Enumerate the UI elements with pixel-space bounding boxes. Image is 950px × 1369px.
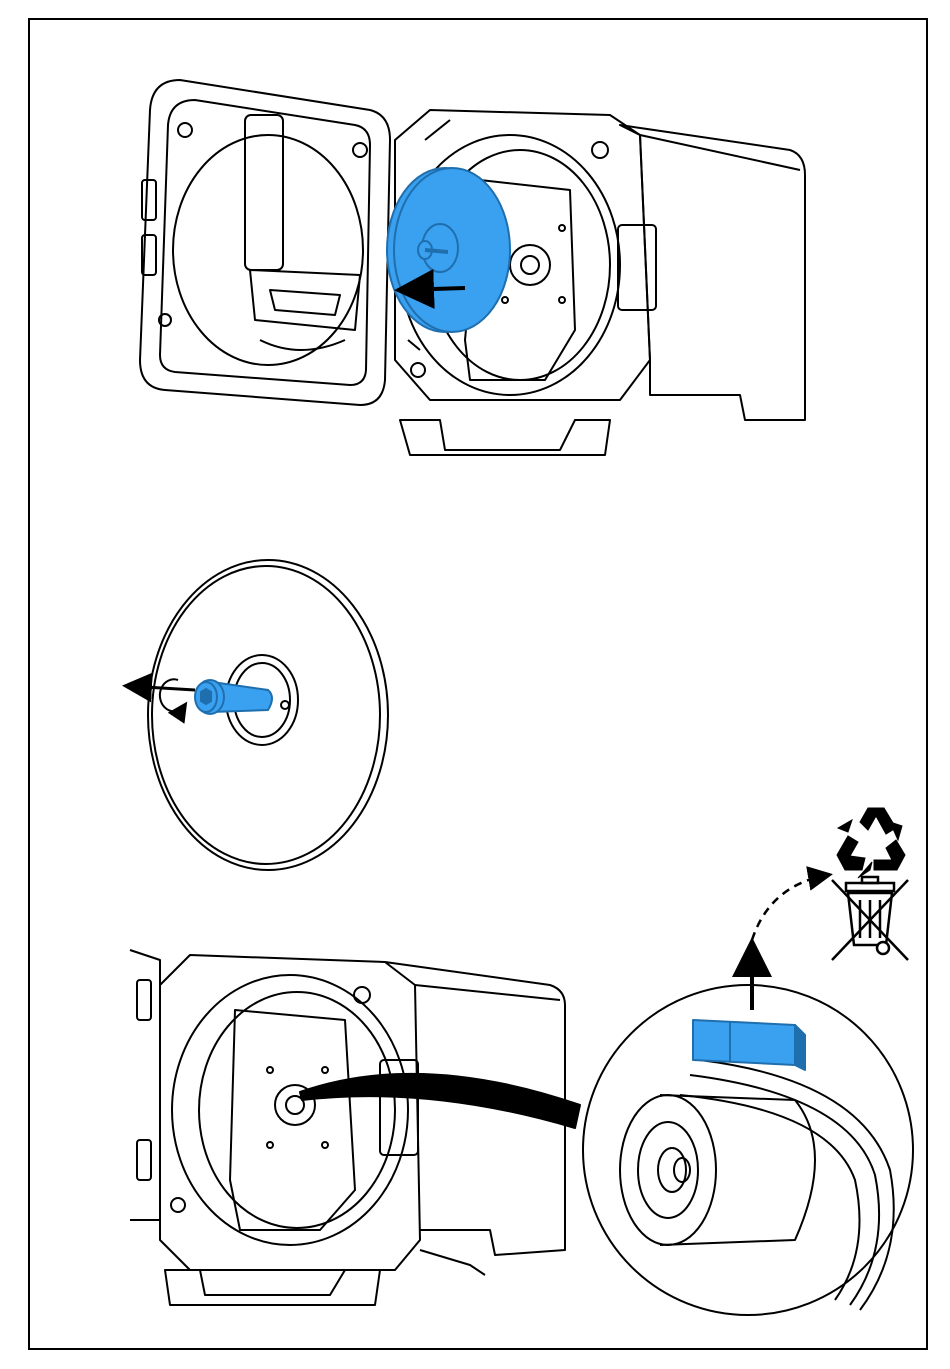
panel-3-pump-clip-detail: [130, 875, 913, 1315]
rotate-counterclockwise-icon: [160, 679, 185, 711]
rotor-disc-highlighted: [387, 168, 510, 332]
zoom-leader-band: [300, 1074, 580, 1128]
center-bolt-highlighted: [195, 680, 272, 714]
panel-2-disc-and-bolt: [128, 560, 388, 870]
pump-door: [140, 80, 390, 405]
arrow-left-icon: [402, 288, 465, 290]
panel-1-pump-open-door: [140, 80, 805, 455]
dashed-arrow-to-bin-icon: [752, 875, 828, 940]
detail-zoom-circle: [583, 945, 913, 1315]
retaining-clip-highlighted: [693, 1020, 805, 1070]
rotor-disc-outline: [148, 560, 388, 870]
recycle-icon: [837, 808, 905, 878]
crossed-out-wheelie-bin-icon: [832, 877, 908, 960]
arrow-left-pull-icon: [128, 686, 195, 690]
